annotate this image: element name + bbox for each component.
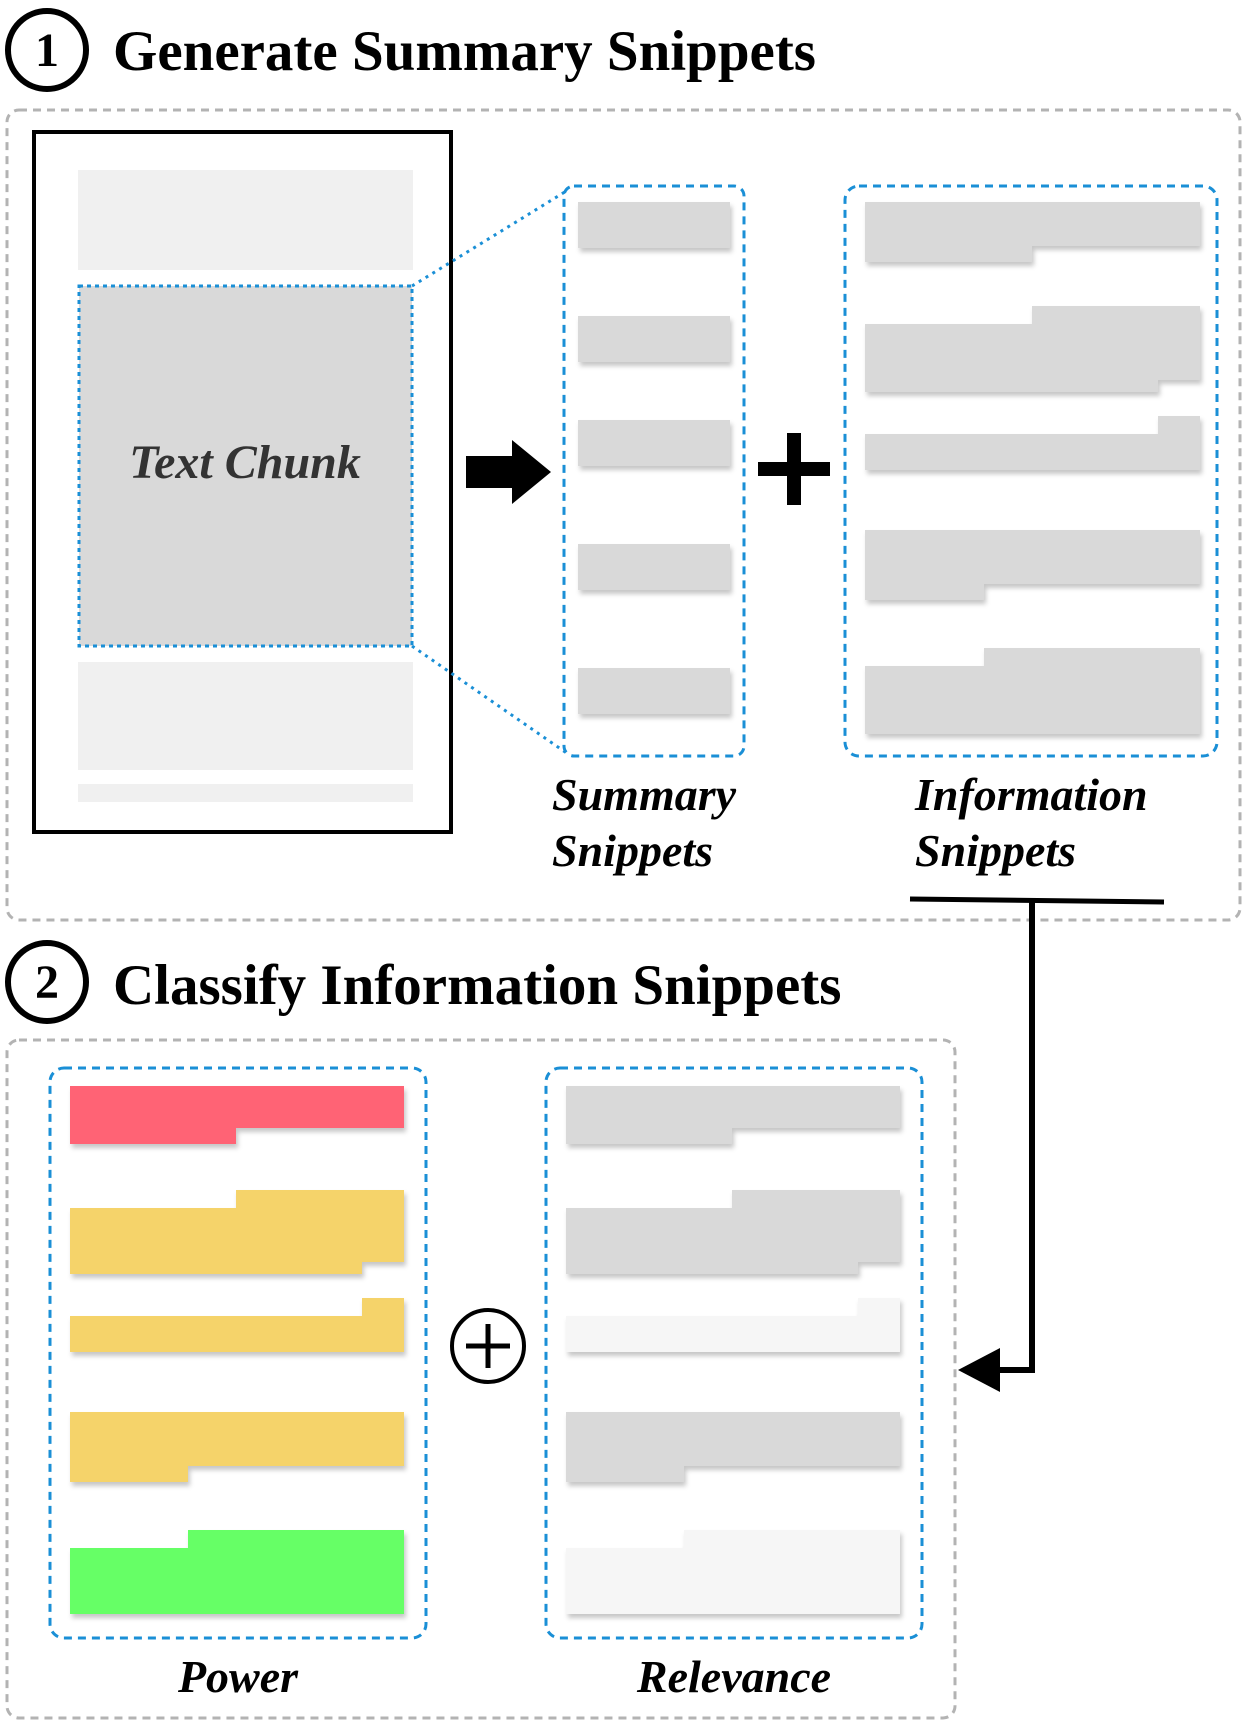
summary-label-line1: Summary bbox=[552, 769, 737, 820]
power-snippet-yellow bbox=[70, 1190, 404, 1274]
summary-snippet bbox=[578, 668, 730, 714]
step2-header: 2 Classify Information Snippets bbox=[5, 940, 841, 1024]
power-snippet-green bbox=[70, 1530, 404, 1614]
step2-number-circle bbox=[5, 940, 89, 1024]
summary-snippet bbox=[578, 420, 730, 466]
step1-section-frame bbox=[5, 108, 1242, 922]
information-snippet bbox=[865, 202, 1200, 262]
step2-section-frame bbox=[5, 1038, 957, 1720]
text-chunk-label: Text Chunk bbox=[129, 436, 361, 489]
information-label-line1: Information bbox=[914, 769, 1148, 820]
summary-panel-frame bbox=[562, 184, 746, 758]
information-snippets-panel bbox=[843, 184, 1219, 758]
information-panel-frame bbox=[843, 184, 1219, 758]
step1-title: Generate Summary Snippets bbox=[113, 20, 816, 83]
information-snippet bbox=[865, 416, 1200, 470]
power-panel bbox=[48, 1066, 428, 1640]
relevance-panel-frame bbox=[544, 1066, 924, 1640]
step2-number: 2 bbox=[35, 956, 59, 1009]
relevance-snippet bbox=[566, 1190, 900, 1274]
power-snippet-yellow bbox=[70, 1412, 404, 1482]
document-block-top bbox=[78, 170, 413, 270]
connector-underline bbox=[909, 896, 1165, 905]
plus-icon bbox=[758, 433, 830, 505]
arrow-right-icon bbox=[466, 440, 551, 504]
step1-header: 1 Generate Summary Snippets bbox=[5, 8, 816, 92]
power-snippet-yellow bbox=[70, 1298, 404, 1352]
information-snippet bbox=[865, 648, 1200, 734]
summary-snippet bbox=[578, 316, 730, 362]
power-snippet-red bbox=[70, 1086, 404, 1144]
step1-number-circle bbox=[5, 8, 89, 92]
summary-label-line2: Snippets bbox=[552, 825, 713, 876]
document-block-bottom bbox=[78, 662, 413, 770]
connector-arrow bbox=[996, 901, 1035, 1373]
relevance-snippet bbox=[566, 1412, 900, 1482]
document-line-bottom bbox=[78, 784, 413, 802]
text-chunk-block bbox=[77, 284, 414, 648]
relevance-snippet bbox=[566, 1530, 900, 1614]
information-snippet bbox=[865, 530, 1200, 600]
zoom-line-top bbox=[411, 188, 569, 288]
relevance-snippet bbox=[566, 1298, 900, 1352]
power-label: Power bbox=[177, 1651, 299, 1702]
summary-snippet bbox=[578, 544, 730, 590]
circled-plus-icon bbox=[450, 1308, 526, 1384]
summary-snippets-panel bbox=[562, 184, 746, 758]
relevance-panel bbox=[544, 1066, 924, 1640]
power-panel-frame bbox=[48, 1066, 428, 1640]
arrow-left-icon bbox=[958, 1348, 1000, 1392]
summary-snippet bbox=[578, 202, 730, 248]
relevance-label: Relevance bbox=[636, 1651, 831, 1702]
step1-number: 1 bbox=[35, 24, 59, 77]
relevance-snippet bbox=[566, 1086, 900, 1144]
document: Text Chunk bbox=[32, 130, 453, 834]
information-snippet bbox=[865, 306, 1200, 392]
information-label-line2: Snippets bbox=[915, 825, 1076, 876]
step2-title: Classify Information Snippets bbox=[113, 954, 841, 1017]
